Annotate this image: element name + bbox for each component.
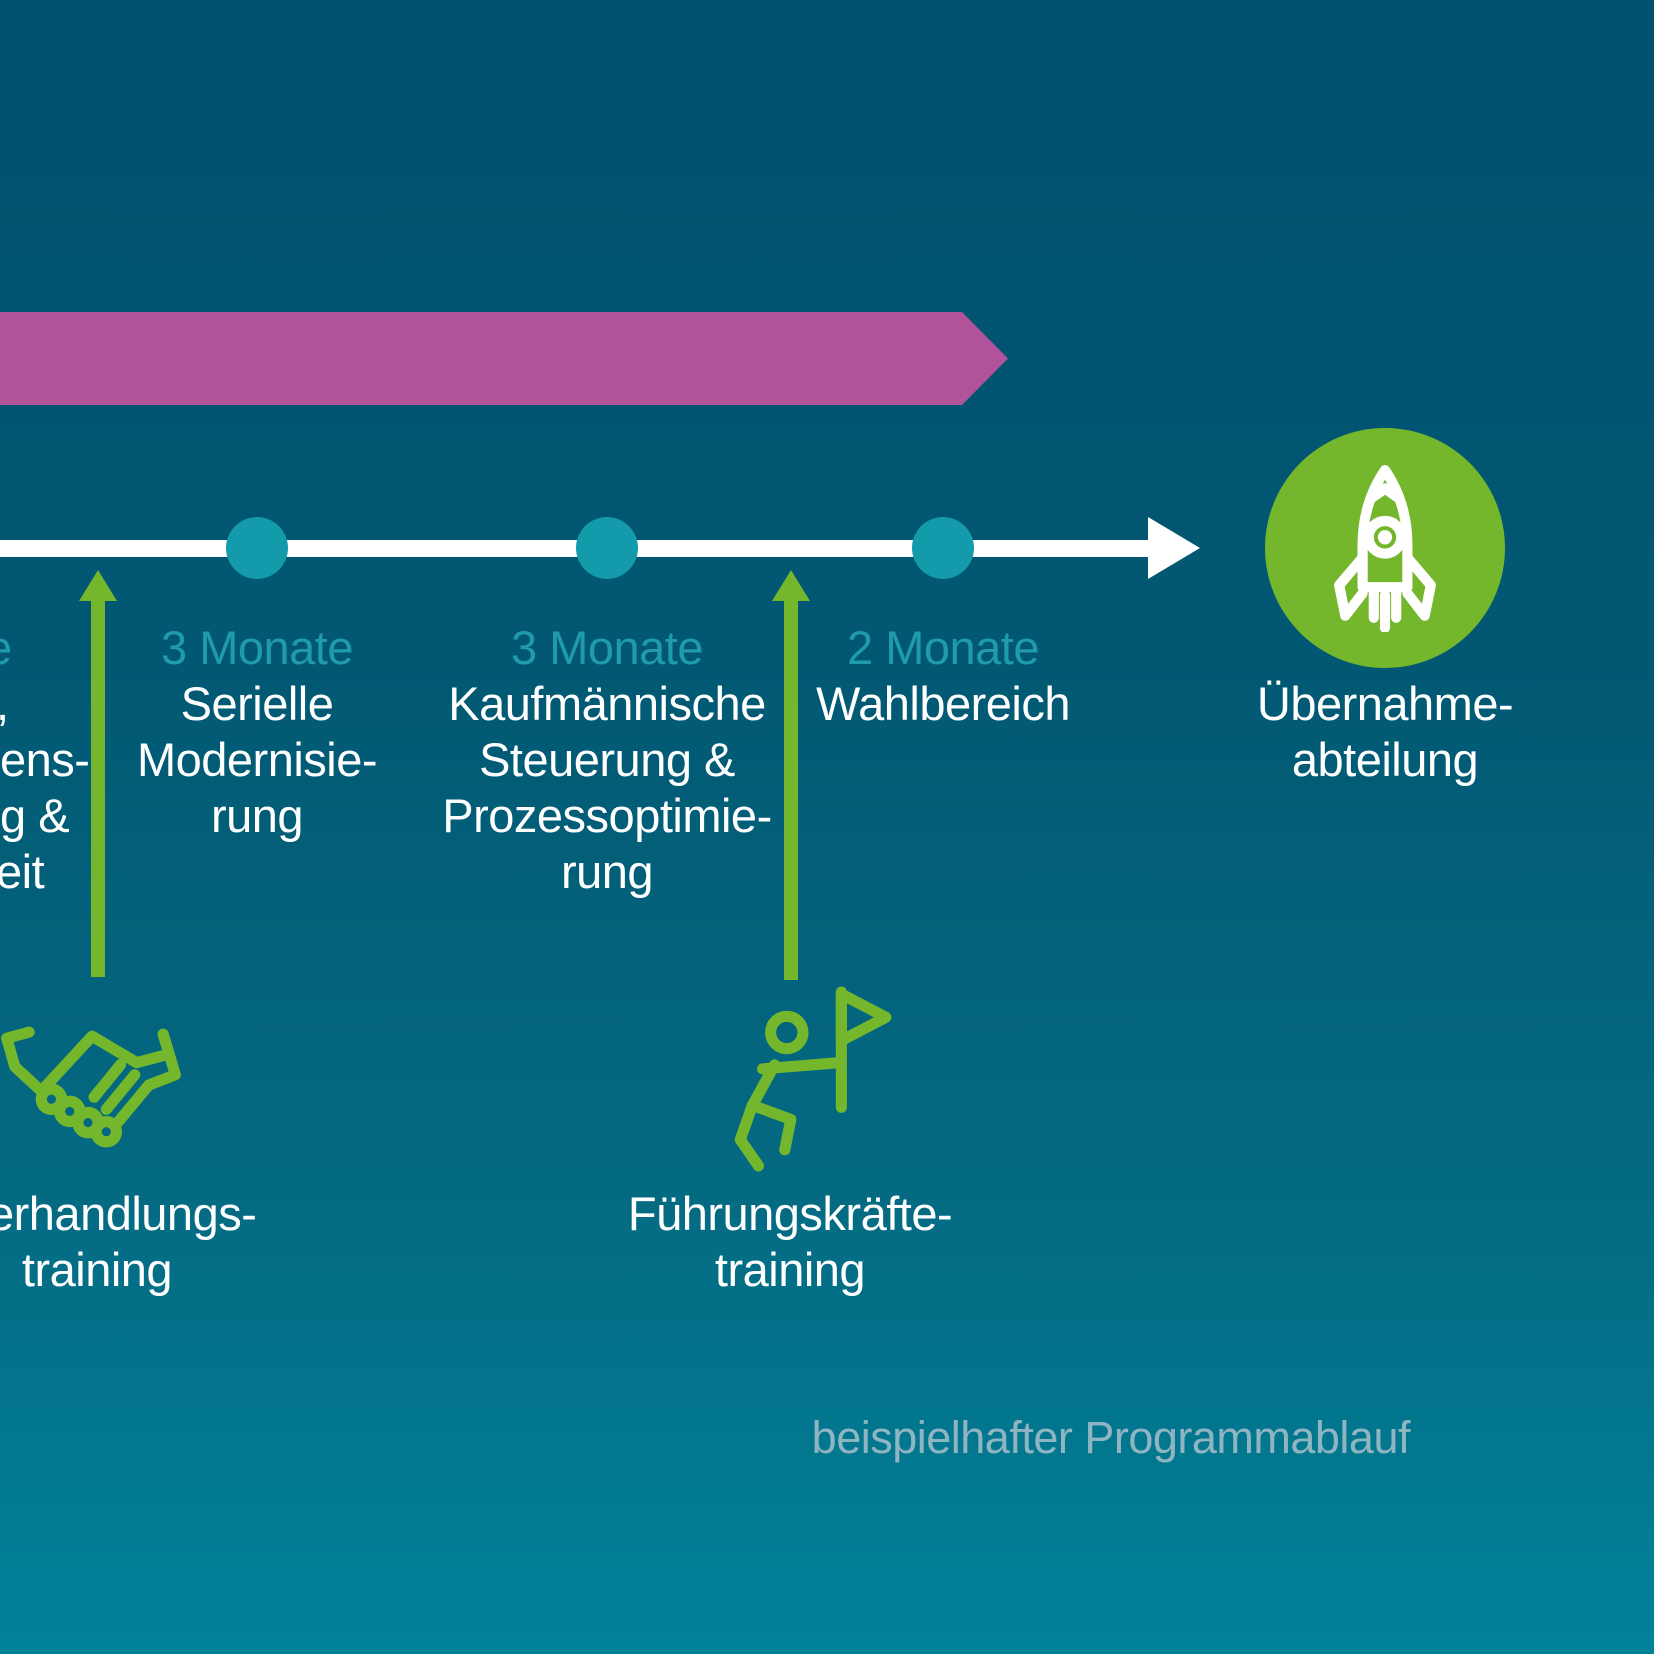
phase-title-line: Kaufmännische: [448, 677, 766, 730]
phase-title-line: Steuerung &: [479, 733, 735, 786]
destination-line: abteilung: [1291, 733, 1479, 786]
phase-title-line: Prozessoptimie-: [442, 789, 772, 842]
timeline-line: [0, 540, 1150, 557]
phase-text-fragment: g &: [0, 789, 70, 842]
phase-text-fragment: ens-: [0, 733, 90, 786]
arrow-shaft: [91, 597, 105, 977]
phase-duration: 3 Monate: [161, 621, 353, 674]
destination-line: Übernahme-: [1256, 677, 1514, 730]
training-label-line: training: [714, 1243, 866, 1296]
footer-caption: beispielhafter Programmablauf: [811, 1412, 1411, 1463]
phase-column-kaufmaennische-steuerung: 3 Monate Kaufmännische Steuerung & Proze…: [442, 620, 772, 900]
handshake-icon: [1, 1026, 181, 1148]
training-label-line: Führungskräfte-: [627, 1187, 953, 1240]
program-banner-arrow: [0, 312, 1008, 405]
training-label-verhandlung-line2: training: [21, 1243, 173, 1296]
phase-text-fragment: ,: [0, 676, 89, 732]
phase-title-line: Serielle: [180, 677, 334, 730]
timeline-milestone-dot-1: [226, 517, 288, 579]
phase-title-line: rung: [560, 845, 654, 898]
rocket-icon: [1334, 465, 1436, 632]
phase-column-wahlbereich: 2 Monate Wahlbereich: [816, 620, 1071, 732]
phase-duration: 3 Monate: [511, 621, 703, 674]
destination-circle: [1265, 428, 1505, 668]
destination-label: Übernahme- abteilung: [1256, 676, 1514, 788]
phase-duration: 2 Monate: [847, 621, 1039, 674]
phase-title-line: Modernisie-: [136, 733, 378, 786]
phase-title-line: Wahlbereich: [816, 677, 1071, 730]
runner-flag-icon: [734, 986, 892, 1172]
phase-column-serielle-modernisierung: 3 Monate Serielle Modernisie- rung: [136, 620, 378, 844]
arrow-shaft: [784, 597, 798, 980]
phase-duration-fragment: e: [0, 620, 89, 676]
timeline-milestone-dot-3: [912, 517, 974, 579]
phase-title-line: rung: [210, 789, 304, 842]
phase-column-cutoff: e , ens- g & eit: [0, 620, 90, 900]
training-label-fuehrungskraefte: Führungskräfte- training: [627, 1186, 953, 1298]
phase-text-fragment: eit: [0, 845, 45, 898]
timeline-milestone-dot-2: [576, 517, 638, 579]
training-label-verhandlung-line1: erhandlungs-: [0, 1187, 257, 1240]
timeline-arrowhead-icon: [1148, 517, 1200, 579]
